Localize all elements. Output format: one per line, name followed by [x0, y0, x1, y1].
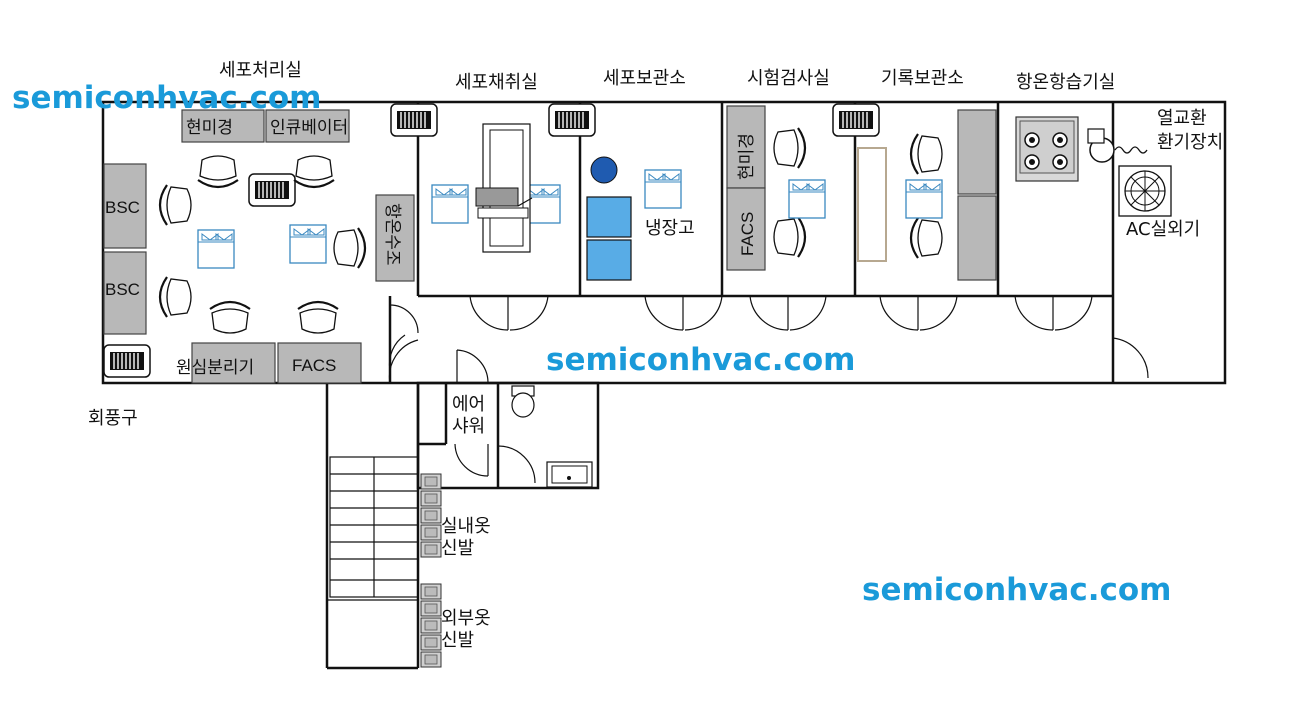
label-heat-exchange-2: 환기장치: [1157, 132, 1223, 153]
label-facs-vertical: FACS: [738, 212, 757, 256]
doors: [388, 295, 1149, 484]
room-label-cell-storage: 세포보관소: [603, 68, 686, 89]
label-microscope-vertical: 현미경: [737, 133, 756, 180]
label-indoor-clothes-2: 신발: [441, 538, 474, 559]
label-incubator: 인큐베이터: [270, 118, 348, 137]
harvest-equipment: [475, 123, 533, 253]
label-centrifuge: 원심분리기: [176, 358, 254, 377]
label-air-shower-1: 에어: [452, 394, 485, 415]
watermark-1: semiconhvac.com: [12, 80, 321, 116]
thermo-hygro-unit-icon: [1015, 116, 1079, 182]
room-label-test-inspection: 시험검사실: [747, 68, 830, 89]
watermark-2: semiconhvac.com: [546, 342, 855, 378]
label-heat-exchange-1: 열교환: [1157, 108, 1207, 129]
shoe-cabinet-grid: [327, 456, 419, 601]
cell-storage-equipment: [586, 156, 632, 281]
room-label-cell-processing: 세포처리실: [219, 60, 302, 81]
label-air-shower-2: 샤워: [452, 416, 485, 437]
record-cabinets: [957, 109, 997, 281]
ac-outdoor-unit-icon: [1118, 165, 1172, 217]
label-bsc-1: BSC: [105, 198, 140, 217]
label-microscope: 현미경: [186, 118, 233, 137]
label-bsc-2: BSC: [105, 280, 140, 299]
watermark-3: semiconhvac.com: [862, 572, 1171, 608]
label-outdoor-clothes-2: 신발: [441, 630, 474, 651]
label-return-air: 회풍구: [88, 408, 138, 429]
label-refrigerator: 냉장고: [645, 218, 695, 239]
outdoor-lockers: [420, 583, 442, 668]
label-facs: FACS: [292, 356, 336, 375]
heat-exchanger-fan-icon: [1087, 128, 1148, 163]
indoor-lockers: [420, 473, 442, 558]
room-label-thermo-hygro: 항온항습기실: [1016, 72, 1115, 93]
label-indoor-clothes-1: 실내옷: [441, 516, 491, 537]
test-room-equipment: [726, 105, 887, 271]
toilet-icon: [511, 385, 535, 418]
label-outdoor-clothes-1: 외부옷: [441, 608, 491, 629]
cell-processing-equipment: [103, 109, 415, 384]
sink-icon: [546, 461, 593, 488]
room-label-cell-harvest: 세포채취실: [455, 72, 538, 93]
lab-benches: [197, 169, 943, 269]
label-ac-outdoor: AC실외기: [1126, 219, 1200, 240]
label-water-bath: 항온수조: [383, 203, 402, 266]
room-label-record-storage: 기록보관소: [881, 68, 964, 89]
